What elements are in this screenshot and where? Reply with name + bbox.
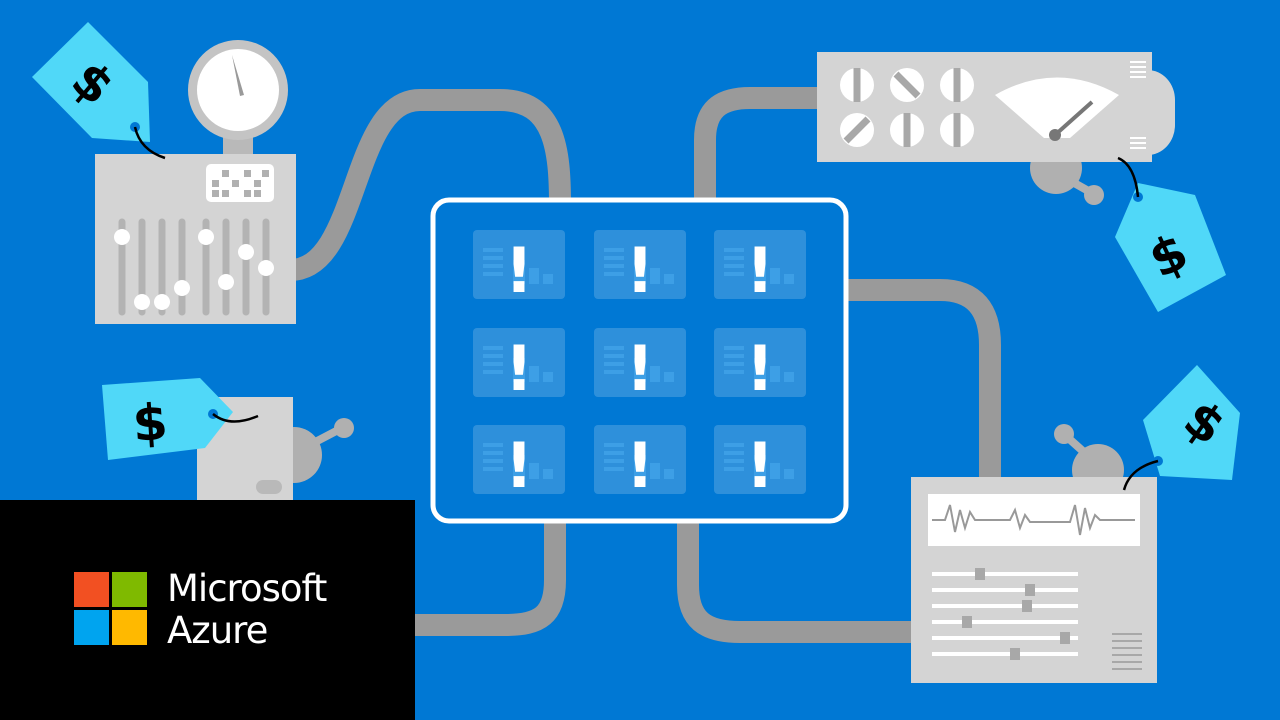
pipe-bottom-left: [410, 515, 566, 636]
control-panel-machine: [817, 52, 1175, 205]
alert-exclamation-icon: !: [505, 429, 533, 502]
logo-text-azure: Azure: [167, 609, 268, 652]
bar-list-chart-icon: [483, 248, 553, 284]
bar-list-chart-icon: [604, 443, 674, 479]
price-tag-4: $: [1122, 365, 1240, 491]
price-tag-1: $: [32, 22, 166, 160]
dashboard-tile: !: [594, 230, 686, 307]
dashboard-tile: !: [473, 425, 565, 502]
logo-square-green: [112, 572, 147, 607]
lever-machine-left: [197, 397, 354, 502]
pipe-top-right: [694, 87, 825, 205]
alert-exclamation-icon: !: [746, 429, 774, 502]
dashboard-tile: !: [473, 328, 565, 405]
combo-chart-icon: [483, 443, 553, 479]
dashboard-panel: !!!!!!!!!: [430, 197, 849, 524]
dashboard-tile: !: [714, 328, 806, 405]
slider-knobs: [114, 229, 274, 310]
mixer-machine: [95, 40, 296, 324]
alert-exclamation-icon: !: [746, 234, 774, 307]
table-bar-chart-icon: [483, 346, 553, 382]
alert-exclamation-icon: !: [626, 332, 654, 405]
dollar-icon: $: [131, 393, 170, 453]
dashboard-tile: !: [594, 425, 686, 502]
waveform: [932, 504, 1135, 536]
alert-exclamation-icon: !: [626, 234, 654, 307]
pipe-right: [845, 279, 1001, 485]
alert-exclamation-icon: !: [505, 234, 533, 307]
logo-panel: Microsoft Azure: [0, 500, 415, 720]
dashboard-tile: !: [473, 230, 565, 307]
logo-square-red: [74, 572, 109, 607]
dashboard-tile: !: [714, 425, 806, 502]
dashboard-tile: !: [714, 230, 806, 307]
bar-pie-chart-icon: [604, 346, 674, 382]
pipes: [288, 87, 1001, 643]
pipe-top-left: [288, 89, 571, 281]
logo-text-microsoft: Microsoft: [167, 567, 327, 610]
alert-exclamation-icon: !: [626, 429, 654, 502]
alert-exclamation-icon: !: [746, 332, 774, 405]
table-bar-chart-icon: [724, 248, 794, 284]
speedometer-icon: [995, 77, 1119, 138]
logo-square-yellow: [112, 610, 147, 645]
price-tag-3: $: [1115, 156, 1226, 312]
alert-exclamation-icon: !: [505, 332, 533, 405]
pipe-bottom-right: [677, 515, 915, 643]
monitor-machine: [911, 424, 1157, 683]
dashboard-tile: !: [594, 328, 686, 405]
logo-square-blue: [74, 610, 109, 645]
price-tag-2: $: [102, 378, 259, 460]
combo-chart-icon: [724, 346, 794, 382]
table-bar-chart-icon: [724, 443, 794, 479]
line-chart-icon: [604, 248, 674, 284]
